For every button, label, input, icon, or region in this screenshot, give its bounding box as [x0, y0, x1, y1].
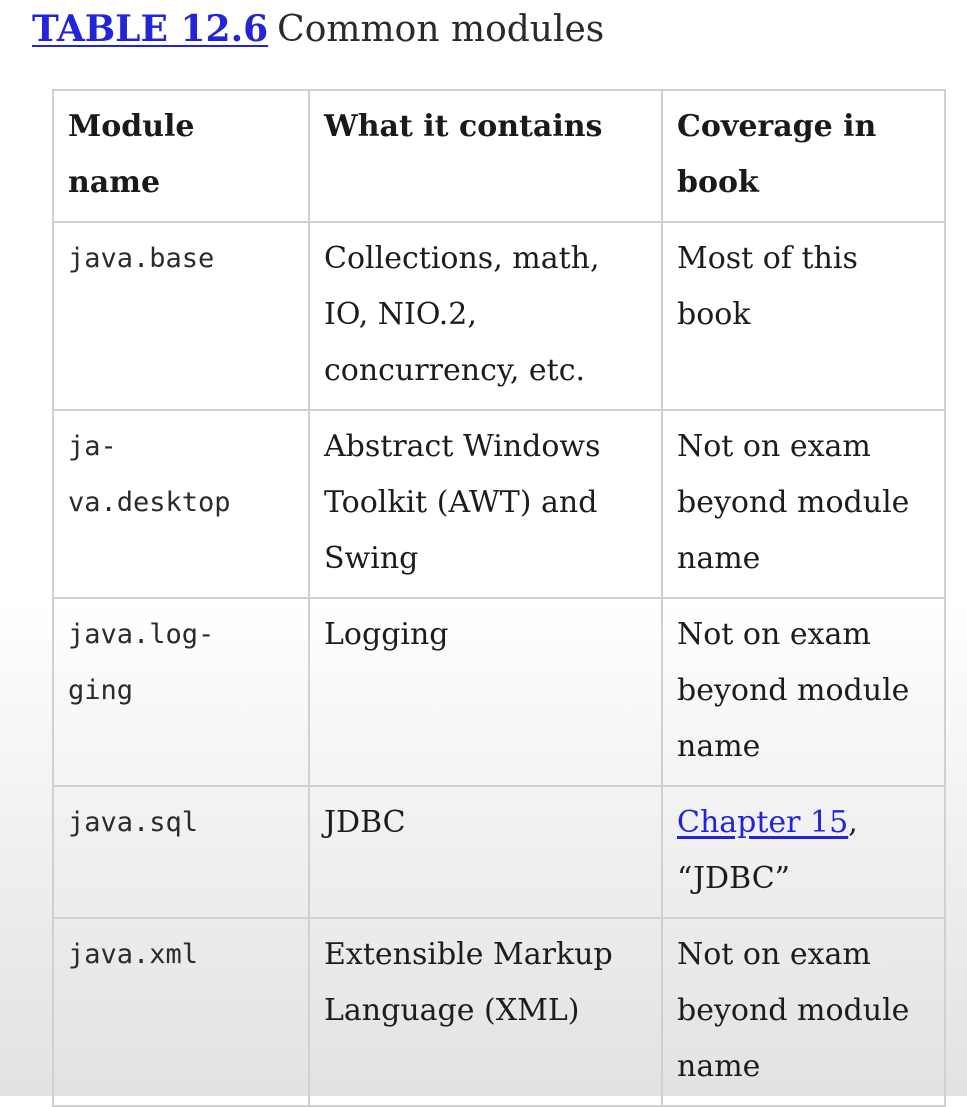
coverage-cell: Not on exam beyond module name [661, 917, 946, 1107]
coverage-comma: , [848, 805, 858, 840]
header-row: Module name What it contains Coverage in… [52, 89, 946, 223]
header-module-name: Module name [52, 89, 310, 223]
module-name-cell: java.log- ging [52, 597, 310, 787]
module-name-cell: java.sql [52, 785, 310, 919]
table-row: java.sql JDBC Chapter 15, “JDBC” [52, 785, 946, 919]
coverage-jdbc-text: “JDBC” [677, 861, 790, 896]
contains-cell: JDBC [308, 785, 663, 919]
table-row: ja- va.desktop Abstract Windows Toolkit … [52, 409, 946, 599]
modules-table: Module name What it contains Coverage in… [52, 89, 946, 1107]
table-title: Common modules [277, 9, 605, 50]
module-name-cell: ja- va.desktop [52, 409, 310, 599]
contains-cell: Logging [308, 597, 663, 787]
header-what-it-contains: What it contains [308, 89, 663, 223]
chapter-15-link[interactable]: Chapter 15 [677, 805, 849, 840]
module-name-cell: java.base [52, 221, 310, 411]
table-row: java.log- ging Logging Not on exam beyon… [52, 597, 946, 787]
table-row: java.xml Extensible Markup Language (XML… [52, 917, 946, 1107]
module-name-cell: java.xml [52, 917, 310, 1107]
table-row: java.base Collections, math, IO, NIO.2, … [52, 221, 946, 411]
coverage-cell: Not on exam beyond module name [661, 409, 946, 599]
contains-cell: Collections, math, IO, NIO.2, concurrenc… [308, 221, 663, 411]
header-coverage-in-book: Coverage in book [661, 89, 946, 223]
contains-cell: Extensible Markup Language (XML) [308, 917, 663, 1107]
coverage-cell: Most of this book [661, 221, 946, 411]
coverage-cell: Not on exam beyond module name [661, 597, 946, 787]
coverage-cell: Chapter 15, “JDBC” [661, 785, 946, 919]
table-reference-link[interactable]: TABLE 12.6 [32, 8, 269, 50]
contains-cell: Abstract Windows Toolkit (AWT) and Swing [308, 409, 663, 599]
